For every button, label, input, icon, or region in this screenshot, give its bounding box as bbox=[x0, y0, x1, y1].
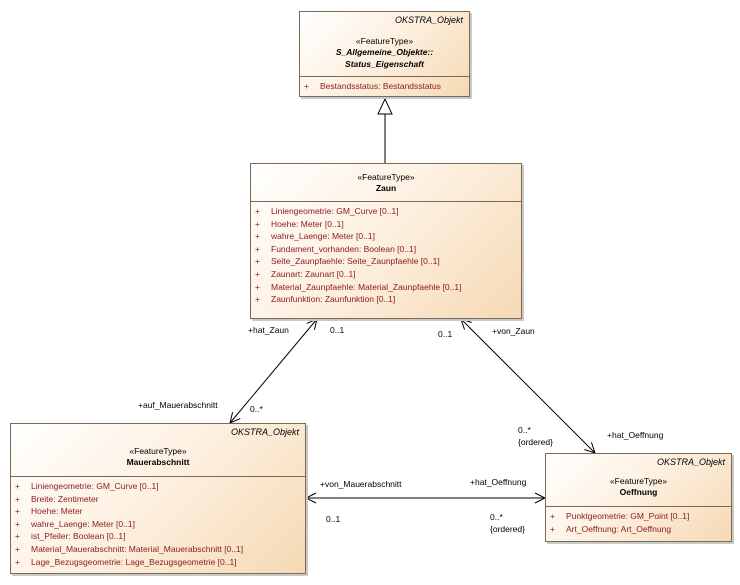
attribute-text: Fundament_vorhanden: Boolean [0..1] bbox=[271, 243, 417, 254]
package-label: OKSTRA_Objekt bbox=[394, 15, 463, 25]
attribute-text: Material_Mauerabschnitt: Material_Mauera… bbox=[31, 543, 244, 554]
attribute-text: Hoehe: Meter [0..1] bbox=[271, 218, 344, 229]
attribute-text: Breite: Zentimeter bbox=[31, 493, 99, 504]
stereotype-label: «FeatureType» bbox=[129, 446, 187, 456]
class-header: OKSTRA_Objekt «FeatureType» S_Allgemeine… bbox=[300, 12, 469, 77]
visibility-marker: + bbox=[15, 543, 20, 554]
attribute-row: + wahre_Laenge: Meter [0..1] bbox=[255, 230, 517, 243]
attribute-text: Zaunfunktion: Zaunfunktion [0..1] bbox=[271, 294, 396, 305]
ordered-constraint-label: {ordered} bbox=[518, 437, 553, 447]
multiplicity-label: 0..* bbox=[250, 404, 263, 414]
attribute-text: wahre_Laenge: Meter [0..1] bbox=[271, 231, 375, 242]
role-label-auf-mauerabschnitt: +auf_Mauerabschnitt bbox=[138, 400, 218, 410]
role-label-von-mauerabschnitt: +von_Mauerabschnitt bbox=[320, 479, 402, 489]
attribute-row: + Art_Oeffnung: Art_Oeffnung bbox=[550, 523, 727, 536]
attribute-text: Material_Zaunpfaehle: Material_Zaunpfaeh… bbox=[271, 281, 462, 292]
attribute-row: + ist_Pfeiler: Boolean [0..1] bbox=[15, 530, 301, 543]
visibility-marker: + bbox=[255, 294, 260, 305]
class-name: Zaun bbox=[375, 183, 397, 193]
visibility-marker: + bbox=[255, 231, 260, 242]
visibility-marker: + bbox=[255, 281, 260, 292]
class-name: Mauerabschnitt bbox=[126, 457, 190, 467]
attribute-list: + Bestandsstatus: Bestandsstatus bbox=[300, 77, 469, 95]
generalization-arrowhead bbox=[377, 97, 393, 115]
class-name: Oeffnung bbox=[619, 487, 658, 497]
visibility-marker: + bbox=[550, 511, 555, 521]
ordered-constraint-label: {ordered} bbox=[490, 524, 525, 534]
class-name-line1: S_Allgemeine_Objekte:: bbox=[335, 47, 434, 57]
attribute-row: + Material_Zaunpfaehle: Material_Zaunpfae… bbox=[255, 281, 517, 294]
attribute-row: + Breite: Zentimeter bbox=[15, 493, 301, 506]
attribute-row: + Liniengeometrie: GM_Curve [0..1] bbox=[255, 205, 517, 218]
class-zaun[interactable]: «FeatureType» Zaun + Liniengeometrie: GM_… bbox=[250, 163, 522, 319]
attribute-list: + Liniengeometrie: GM_Curve [0..1] + Breite… bbox=[11, 477, 305, 570]
attribute-row: + wahre_Laenge: Meter [0..1] bbox=[15, 518, 301, 531]
class-name-line2: Status_Eigenschaft bbox=[345, 59, 424, 69]
multiplicity-label: 0..* bbox=[490, 512, 503, 522]
attribute-row: + Fundament_vorhanden: Boolean [0..1] bbox=[255, 243, 517, 256]
visibility-marker: + bbox=[550, 523, 555, 534]
stereotype-label: «FeatureType» bbox=[355, 36, 414, 46]
attribute-text: Seite_Zaunpfaehle: Seite_Zaunpfaehle [0.… bbox=[271, 256, 440, 267]
association-zaun-oeffnung[interactable] bbox=[461, 319, 595, 453]
visibility-marker: + bbox=[255, 218, 260, 229]
multiplicity-label: 0..* bbox=[518, 425, 531, 435]
association-zaun-mauerabschnitt[interactable] bbox=[230, 319, 317, 423]
multiplicity-label: 0..1 bbox=[330, 325, 345, 335]
class-header: OKSTRA_Objekt «FeatureType» Mauerabschni… bbox=[11, 424, 305, 477]
visibility-marker: + bbox=[15, 556, 20, 567]
class-header: OKSTRA_Objekt «FeatureType» Oeffnung bbox=[546, 454, 731, 507]
role-label-hat-oeffnung: +hat_Oeffnung bbox=[607, 430, 664, 440]
stereotype-label: «FeatureType» bbox=[609, 476, 668, 486]
visibility-marker: + bbox=[255, 206, 260, 216]
visibility-marker: + bbox=[15, 481, 20, 491]
visibility-marker: + bbox=[15, 531, 20, 542]
attribute-row: + Material_Mauerabschnitt: Material_Mauer… bbox=[15, 543, 301, 556]
role-label-hat-oeffnung: +hat_Oeffnung bbox=[470, 477, 527, 487]
attribute-row: + Zaunfunktion: Zaunfunktion [0..1] bbox=[255, 293, 517, 306]
attribute-list: + Punktgeometrie: GM_Point [0..1] + Art_Oef… bbox=[546, 507, 731, 537]
attribute-text: Liniengeometrie: GM_Curve [0..1] bbox=[271, 206, 399, 216]
role-label-hat-zaun: +hat_Zaun bbox=[248, 325, 289, 335]
package-label: OKSTRA_Objekt bbox=[230, 427, 299, 437]
attribute-row: + Punktgeometrie: GM_Point [0..1] bbox=[550, 510, 727, 523]
attribute-row: + Zaunart: Zaunart [0..1] bbox=[255, 268, 517, 281]
multiplicity-label: 0..1 bbox=[438, 329, 453, 339]
package-label: OKSTRA_Objekt bbox=[656, 457, 725, 467]
attribute-row: + Hoehe: Meter bbox=[15, 505, 301, 518]
visibility-marker: + bbox=[15, 506, 20, 517]
role-label-von-zaun: +von_Zaun bbox=[492, 326, 535, 336]
visibility-marker: + bbox=[304, 81, 309, 91]
class-mauerabschnitt[interactable]: OKSTRA_Objekt «FeatureType» Mauerabschni… bbox=[10, 423, 306, 574]
visibility-marker: + bbox=[255, 268, 260, 279]
attribute-text: Punktgeometrie: GM_Point [0..1] bbox=[566, 511, 690, 521]
attribute-row: + Lage_Bezugsgeometrie: Lage_Bezugsgeomet… bbox=[15, 556, 301, 569]
attribute-list: + Liniengeometrie: GM_Curve [0..1] + Hoehe:… bbox=[251, 202, 521, 308]
attribute-text: Liniengeometrie: GM_Curve [0..1] bbox=[31, 481, 159, 491]
visibility-marker: + bbox=[15, 493, 20, 504]
class-status-eigenschaft[interactable]: OKSTRA_Objekt «FeatureType» S_Allgemeine… bbox=[299, 11, 470, 97]
attribute-row: + Bestandsstatus: Bestandsstatus bbox=[304, 80, 465, 93]
visibility-marker: + bbox=[15, 518, 20, 529]
class-header: «FeatureType» Zaun bbox=[251, 164, 521, 202]
attribute-text: ist_Pfeiler: Boolean [0..1] bbox=[31, 531, 126, 542]
attribute-text: Hoehe: Meter bbox=[31, 506, 83, 517]
attribute-text: Art_Oeffnung: Art_Oeffnung bbox=[566, 523, 672, 534]
attribute-text: Bestandsstatus: Bestandsstatus bbox=[320, 81, 441, 91]
attribute-text: wahre_Laenge: Meter [0..1] bbox=[31, 518, 135, 529]
multiplicity-label: 0..1 bbox=[326, 514, 341, 524]
class-oeffnung[interactable]: OKSTRA_Objekt «FeatureType» Oeffnung + Pu… bbox=[545, 453, 732, 542]
visibility-marker: + bbox=[255, 256, 260, 267]
stereotype-label: «FeatureType» bbox=[357, 172, 415, 182]
attribute-text: Zaunart: Zaunart [0..1] bbox=[271, 268, 356, 279]
attribute-row: + Hoehe: Meter [0..1] bbox=[255, 218, 517, 231]
attribute-row: + Liniengeometrie: GM_Curve [0..1] bbox=[15, 480, 301, 493]
attribute-text: Lage_Bezugsgeometrie: Lage_Bezugsgeometr… bbox=[31, 556, 237, 567]
attribute-row: + Seite_Zaunpfaehle: Seite_Zaunpfaehle [0… bbox=[255, 255, 517, 268]
visibility-marker: + bbox=[255, 243, 260, 254]
